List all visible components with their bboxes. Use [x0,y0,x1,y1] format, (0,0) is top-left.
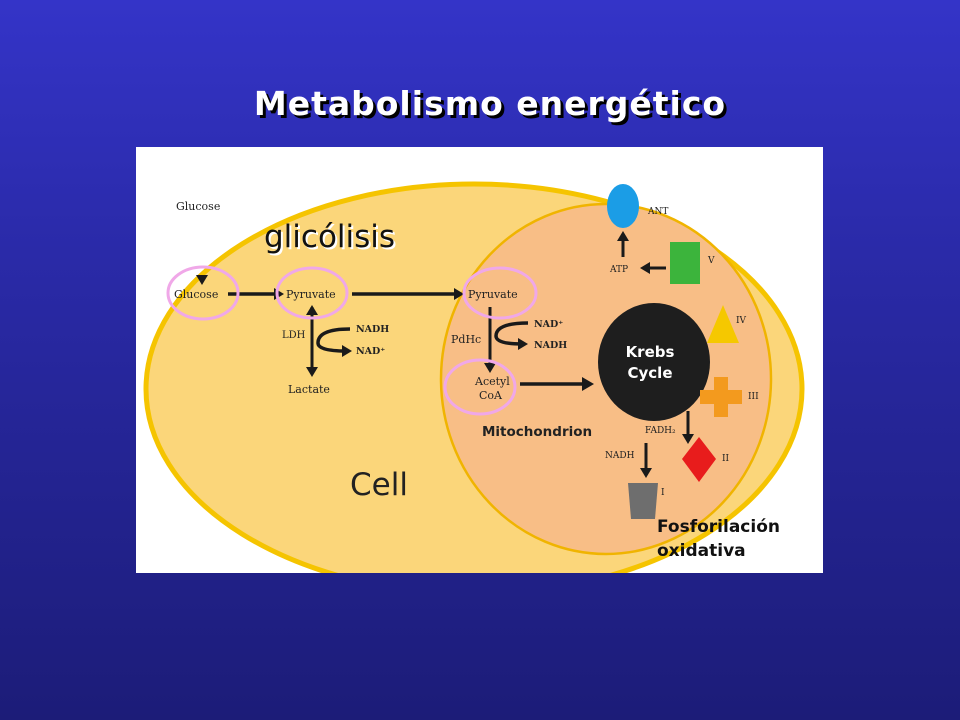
pyruvate-cytosol-label: Pyruvate [286,288,336,301]
nad-label-1: NAD⁺ [356,346,385,357]
cell-label: Cell [350,467,408,503]
nadh-to-complex-i-arrowhead [640,468,652,478]
krebs-label-line2: Cycle [628,364,673,382]
complex-i-label: I [661,488,665,498]
oxidative-phosphorylation-annotation: Fosforilación oxidativa [657,517,780,561]
ant-transporter-shape [607,184,639,228]
slide-title: Metabolismo energético [253,84,727,123]
complex-v-to-atp-arrowhead [640,262,650,274]
complex-ii-shape [682,437,716,482]
acetyl-to-krebs-arrowhead [582,377,594,391]
glucose-entry-arrowhead [196,275,208,285]
complex-i-shape [628,483,658,519]
fadh2-label: FADH₂ [645,426,676,436]
highlight-circle-pyruvate-mito [462,266,538,320]
glucose-label: Glucose [174,288,218,301]
complex-iii-shape [700,377,742,417]
complex-iv-shape [707,305,739,343]
acetyl-coa-label-line1: Acetyl [474,375,510,388]
atp-label: ATP [609,265,628,275]
highlight-circle-glucose [166,265,240,321]
ldh-label: LDH [282,330,306,341]
acetyl-coa-label-line2: CoA [479,389,503,402]
ldh-cofactor-arrowhead [342,345,352,357]
mitochondrion-label: Mitochondrion [482,424,592,440]
nadh-label-2: NADH [534,340,567,351]
metabolism-diagram: Krebs Cycle Glucose Glucose Pyruvate LDH… [136,147,823,573]
glucose-top-label: Glucose [176,200,220,213]
pyruvate-mito-label: Pyruvate [468,288,518,301]
ant-label: ANT [647,207,668,217]
pdhc-cofactor-curve [494,321,529,346]
pyruvate-to-mito-arrowhead [454,288,464,300]
complex-ii-label: II [722,454,730,464]
ldh-arrowhead-up [306,305,318,315]
pdhc-arrowhead [484,363,496,373]
nadh-label-3: NADH [605,451,635,461]
krebs-cycle-shape [598,303,710,421]
krebs-label-line1: Krebs [626,343,675,361]
highlight-circle-acetyl-coa [443,358,517,416]
highlight-circle-pyruvate-cytosol [275,266,349,320]
ldh-cofactor-curve [316,327,351,353]
nad-label-2: NAD⁺ [534,319,563,330]
glycolysis-annotation: glicólisis [264,219,396,255]
complex-iii-label: III [748,392,759,402]
complex-v-shape [670,242,700,284]
lactate-label: Lactate [288,383,330,396]
fadh2-arrowhead [682,434,694,444]
complex-v-label: V [707,256,715,266]
ldh-arrowhead-down [306,367,318,377]
pdhc-label: PdHc [451,333,481,346]
nadh-label-1: NADH [356,324,389,335]
diagram-canvas: Krebs Cycle Glucose Glucose Pyruvate LDH… [143,181,805,573]
pdhc-cofactor-arrowhead [518,338,528,350]
complex-iv-label: IV [736,316,747,326]
atp-to-ant-arrowhead [617,231,629,241]
